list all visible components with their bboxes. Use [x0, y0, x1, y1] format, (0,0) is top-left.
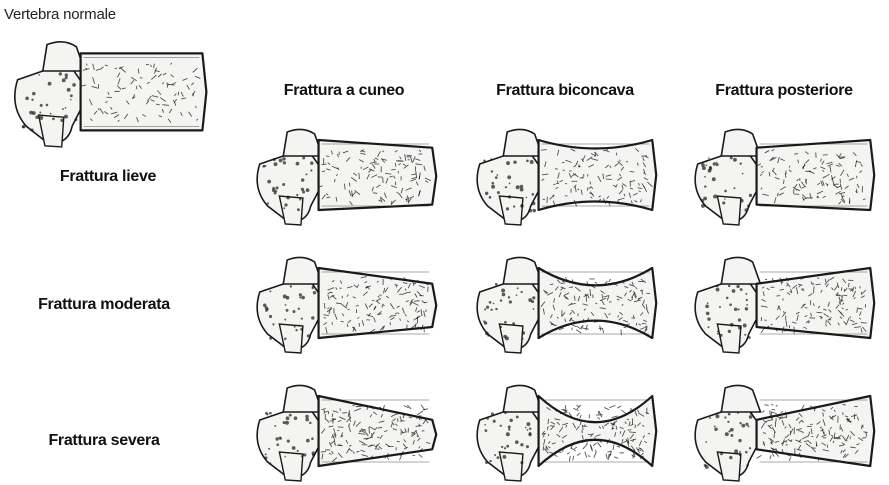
vertebra-biconcave-moderate: [468, 254, 664, 354]
normal-vertebra-caption: Vertebra normale: [4, 6, 116, 23]
column-header-wedge: Frattura a cuneo: [284, 82, 405, 100]
vertebra-wedge-moderate: [248, 254, 444, 354]
vertebra-posterior-severe: [686, 382, 882, 482]
vertebra-posterior-mild: [686, 126, 882, 226]
column-header-posterior: Frattura posteriore: [715, 82, 852, 100]
row-header-moderate: Frattura moderata: [38, 296, 170, 314]
row-header-severe: Frattura severa: [48, 432, 159, 450]
vertebra-biconcave-mild: [468, 126, 664, 226]
vertebra-posterior-moderate: [686, 254, 882, 354]
vertebra-wedge-mild: [248, 126, 444, 226]
vertebra-biconcave-severe: [468, 382, 664, 482]
vertebra-normal: [5, 38, 215, 148]
row-header-mild: Frattura lieve: [60, 168, 156, 186]
column-header-biconcave: Frattura biconcava: [496, 82, 634, 100]
vertebra-wedge-severe: [248, 382, 444, 482]
